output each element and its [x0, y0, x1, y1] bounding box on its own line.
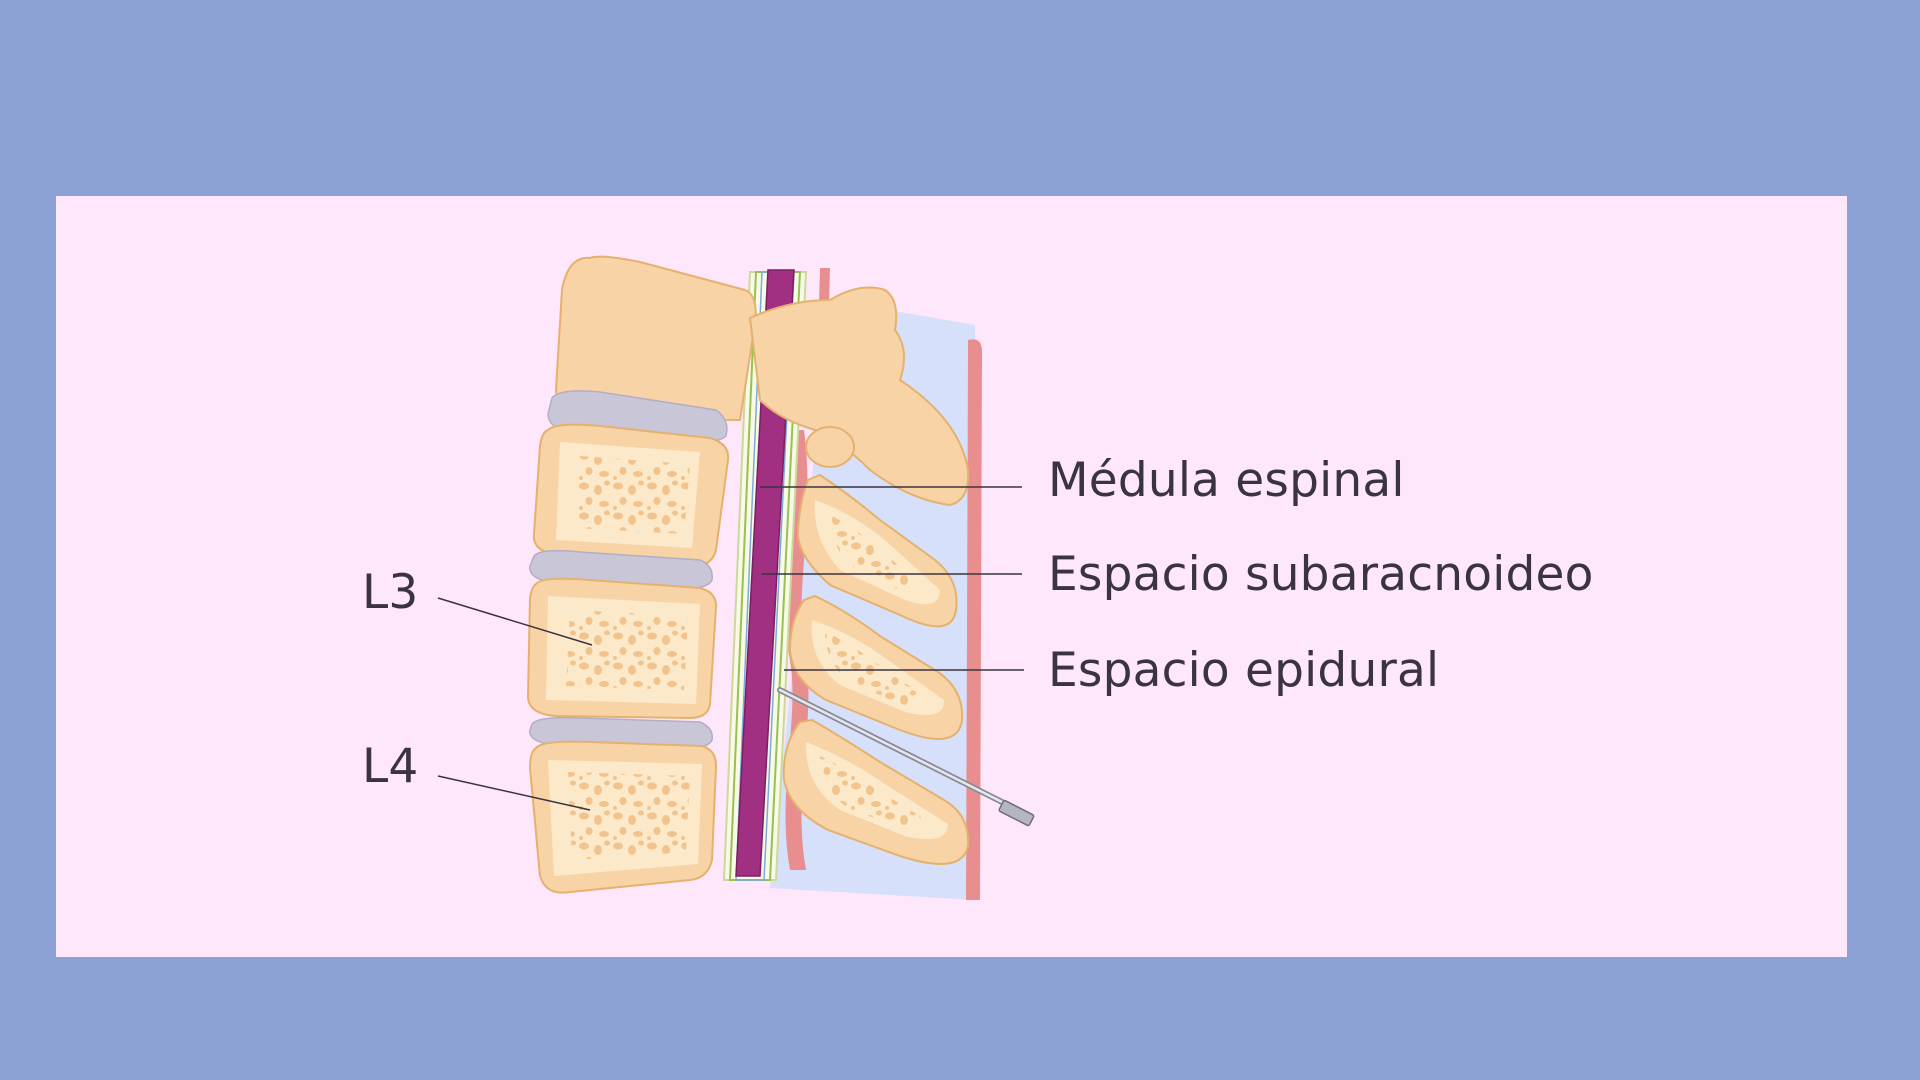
label-espacio-epidural: Espacio epidural: [1048, 643, 1440, 698]
spinous-process-2-trabecular: [825, 632, 920, 705]
label-espacio-subaracnoideo: Espacio subaracnoideo: [1048, 547, 1594, 602]
needle-icon: [777, 687, 1035, 827]
label-medula-espinal: Médula espinal: [1048, 453, 1405, 508]
articular-facet: [805, 426, 855, 468]
leader-l4: [437, 775, 591, 811]
vertebra-l4-trabecular: [568, 772, 690, 860]
disc-3: [529, 716, 713, 749]
label-l4: L4: [362, 739, 419, 794]
leader-l3: [437, 597, 593, 646]
spinous-process-3-trabecular: [820, 756, 922, 830]
vertebra-l2-trabecular: [575, 456, 690, 534]
spinous-process-1-trabecular: [830, 515, 916, 592]
spinal-cord: [735, 269, 795, 877]
label-l3: L3: [362, 565, 419, 620]
vertebra-l3-trabecular: [566, 610, 688, 690]
posterior-ligament: [966, 339, 982, 900]
